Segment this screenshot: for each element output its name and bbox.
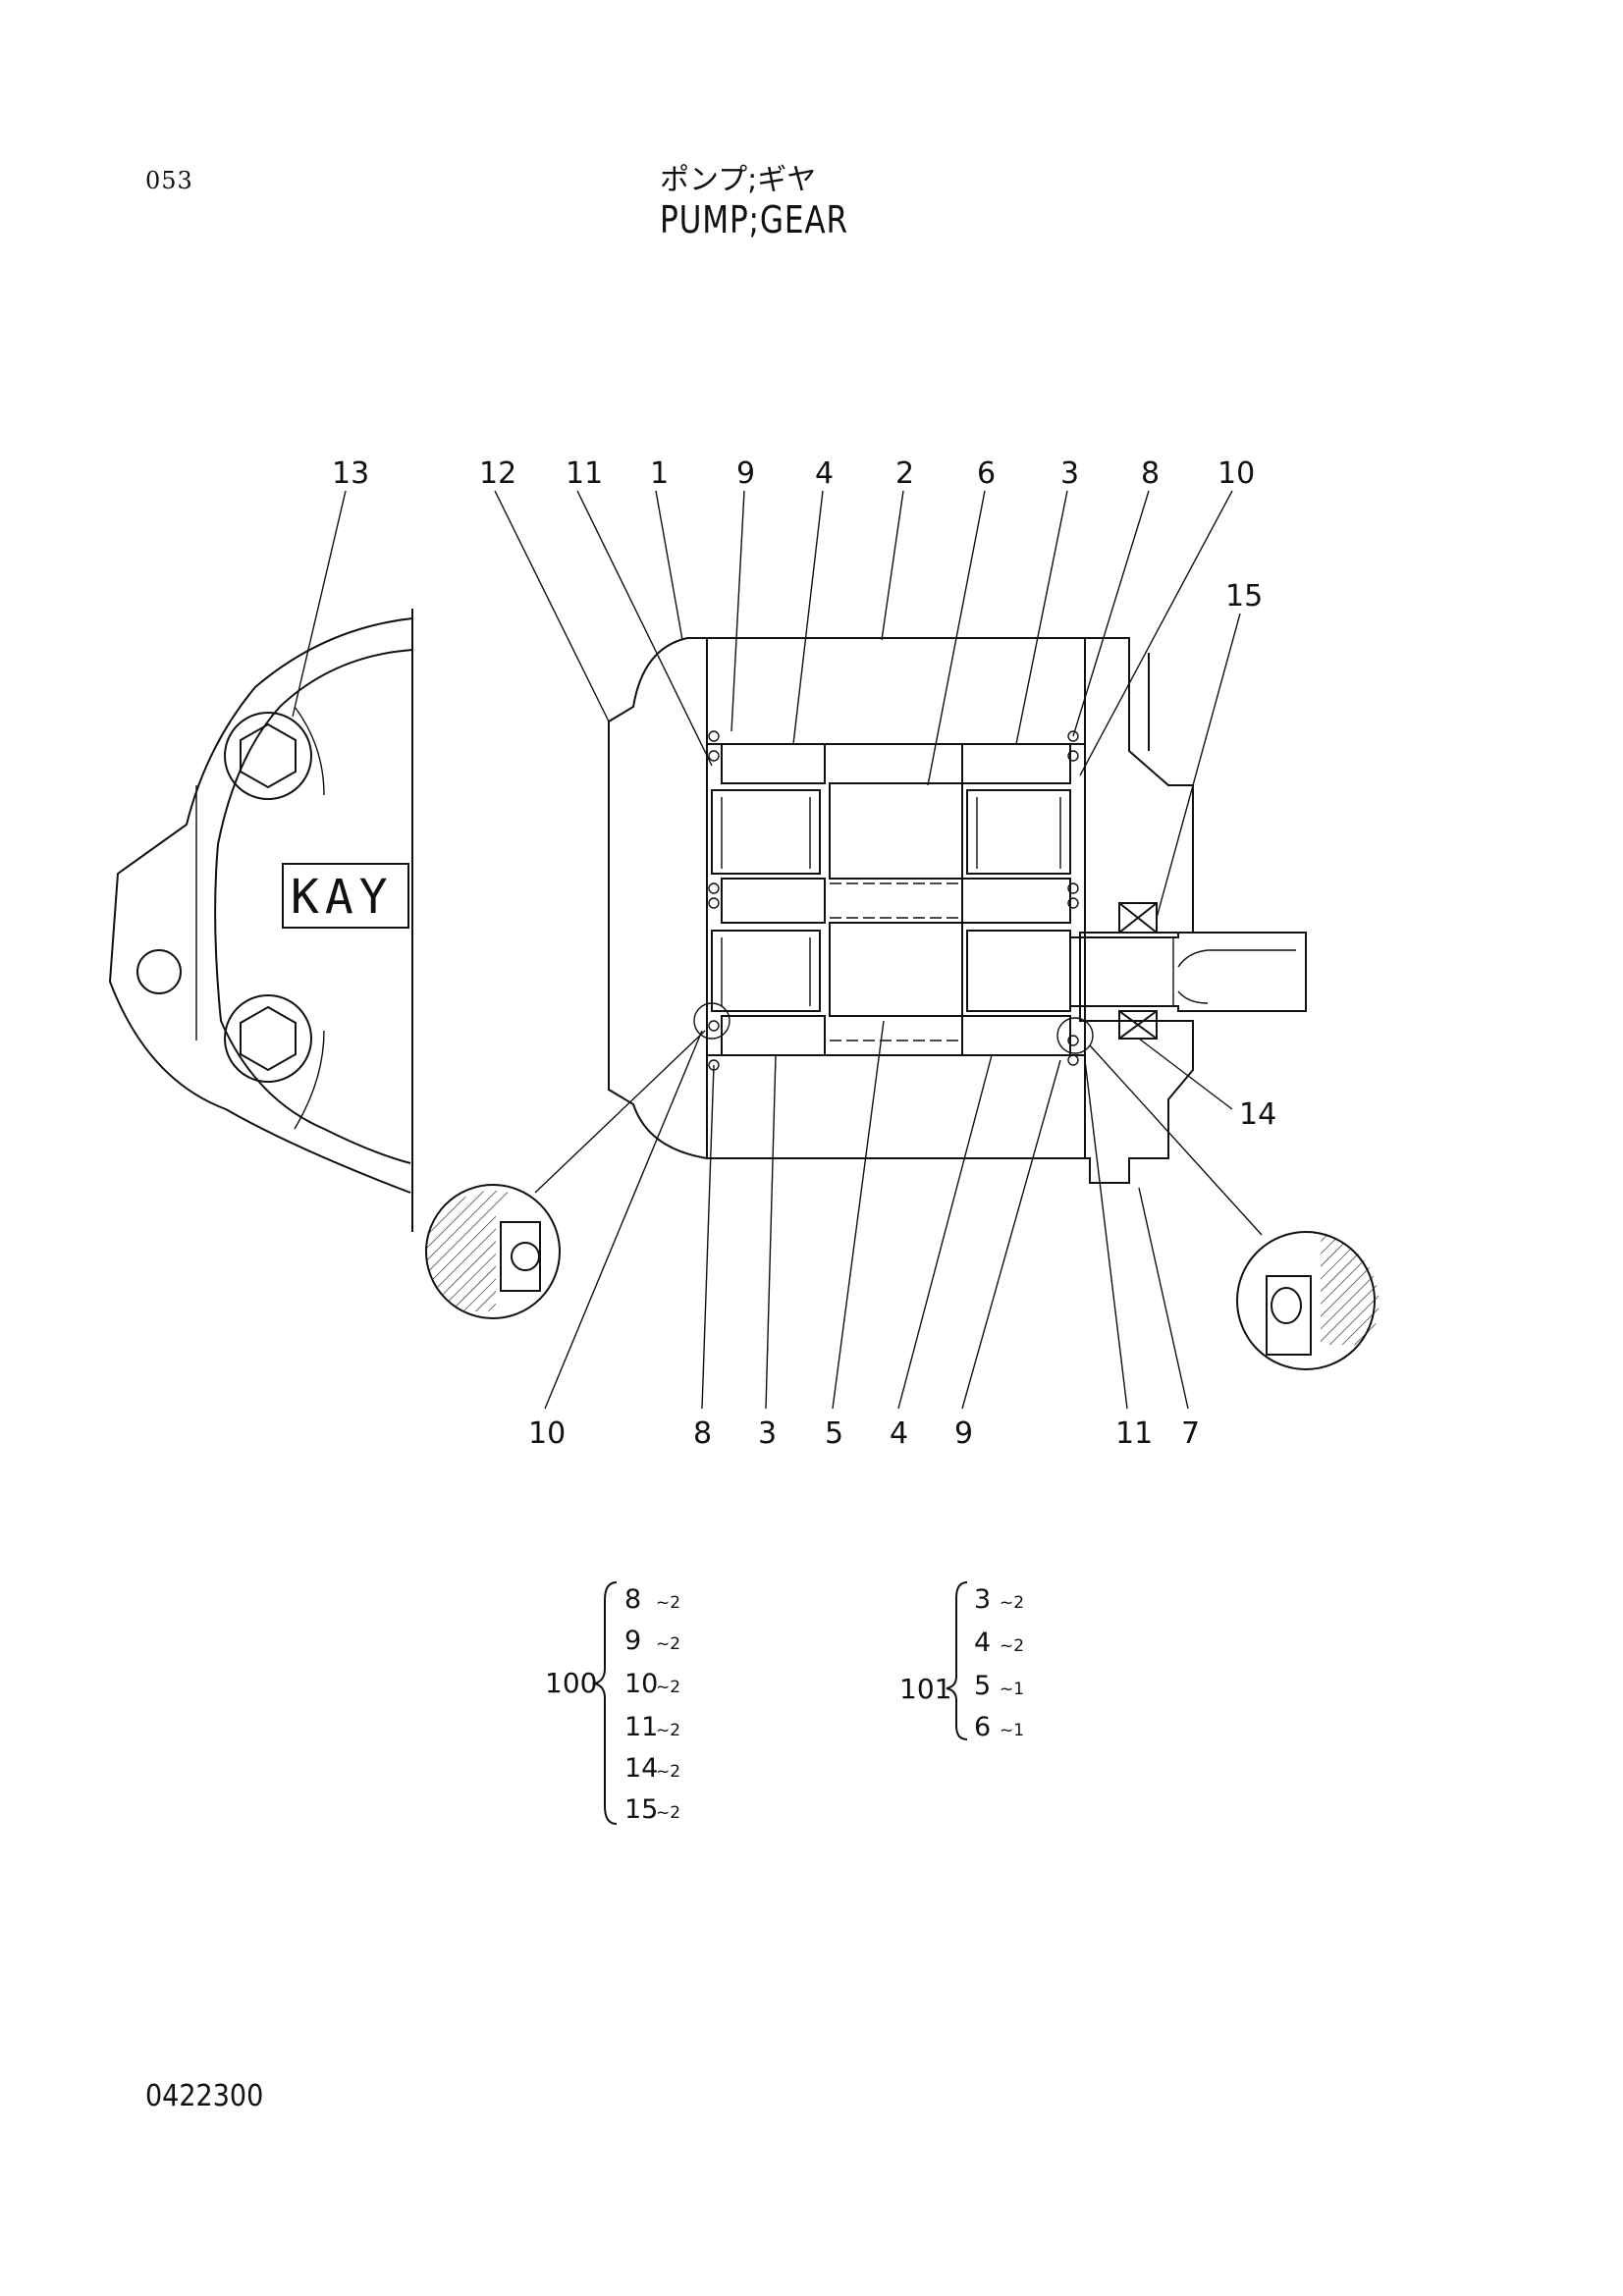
logo-plate [282, 863, 409, 929]
bushing-upper-left [721, 743, 826, 784]
callout-1: 1 [650, 456, 669, 491]
kit-100-item-part: 15 [624, 1794, 658, 1825]
callout-bottom-4: 4 [890, 1416, 908, 1451]
callout-14: 14 [1239, 1097, 1276, 1132]
kit-100-label: 100 [545, 1667, 597, 1699]
detail-view-right [1236, 1231, 1380, 1370]
callout-bottom-10: 10 [528, 1416, 566, 1451]
driven-gear [829, 922, 963, 1017]
callouts-top: 13 12 11 1 9 4 2 6 3 8 10 15 [332, 456, 1263, 614]
title-english: PUMP;GEAR [660, 198, 848, 241]
body-bottom-section [706, 1054, 1086, 1159]
bushing-upper-right [961, 743, 1071, 784]
journal-upper-right [966, 789, 1071, 875]
kit-100-item-part: 11 [624, 1712, 658, 1742]
kit-100-item-part: 9 [624, 1626, 641, 1656]
kit-100-item-part: 14 [624, 1753, 658, 1784]
kit-100-item-qty: ~2 [656, 1762, 680, 1782]
rear-cover-section [1079, 637, 1194, 1184]
kit-101-item-part: 4 [974, 1628, 991, 1658]
kit-101-item-qty: ~1 [1000, 1680, 1024, 1699]
kit-100: 100 8 ~2 9 ~2 10 ~2 11 ~2 14 ~2 15 ~2 [545, 1581, 680, 1825]
logo-text: KAY [291, 870, 394, 925]
bushing-mid-left [721, 878, 826, 924]
page-number: 053 [145, 167, 193, 194]
callout-15: 15 [1225, 579, 1263, 614]
body-top-section [706, 637, 1086, 745]
o-rings [708, 730, 1079, 1071]
callout-bottom-11: 11 [1115, 1416, 1153, 1451]
callout-bottom-9: 9 [954, 1416, 973, 1451]
document-code: 0422300 [145, 2079, 264, 2113]
kit-101-item-part: 5 [974, 1671, 991, 1701]
title-japanese: ポンプ;ギヤ [660, 163, 817, 197]
hex-bolt-upper-icon [224, 712, 312, 800]
kit-101-item-part: 3 [974, 1584, 991, 1615]
bushing-mid-right [961, 878, 1071, 924]
kit-101: 101 3 ~2 4 ~2 5 ~1 6 ~1 [899, 1581, 1024, 1742]
kit-100-item-part: 10 [624, 1669, 658, 1699]
bushing-lower-left [721, 1015, 826, 1056]
kit-100-item-part: 8 [624, 1584, 641, 1615]
callout-6: 6 [977, 456, 996, 491]
kit-100-item-qty: ~2 [656, 1721, 680, 1740]
callout-13: 13 [332, 456, 369, 491]
journal-lower-left [711, 930, 821, 1012]
oil-seal [1118, 902, 1158, 1040]
kit-101-label: 101 [899, 1673, 951, 1705]
callout-bottom-3: 3 [758, 1416, 777, 1451]
kit-101-item-qty: ~2 [1000, 1593, 1024, 1613]
callout-bottom-8: 8 [693, 1416, 712, 1451]
hex-bolt-lower-icon [224, 994, 312, 1083]
callouts-right: 14 [1239, 1097, 1276, 1132]
front-cover-section [608, 637, 708, 1160]
kit-100-item-qty: ~2 [656, 1634, 680, 1654]
journal-lower-right [966, 930, 1071, 1012]
callout-10: 10 [1217, 456, 1255, 491]
kit-100-item-qty: ~2 [656, 1803, 680, 1823]
drive-shaft [1069, 932, 1307, 1012]
kit-100-item-qty: ~2 [656, 1593, 680, 1613]
journal-upper-left [711, 789, 821, 875]
kit-101-item-part: 6 [974, 1712, 991, 1742]
detail-view-left [425, 1184, 561, 1319]
callout-2: 2 [895, 456, 914, 491]
pump-cross-section [608, 637, 1307, 1184]
bushing-lower-right [961, 1015, 1071, 1056]
callout-bottom-5: 5 [825, 1416, 843, 1451]
callout-3: 3 [1060, 456, 1079, 491]
leader-lines [292, 490, 1263, 1410]
callout-4: 4 [815, 456, 834, 491]
end-view: KAY [108, 609, 413, 1232]
kit-101-item-qty: ~2 [1000, 1636, 1024, 1656]
callout-9: 9 [736, 456, 755, 491]
callout-12: 12 [479, 456, 516, 491]
callout-11: 11 [566, 456, 603, 491]
kit-101-item-qty: ~1 [1000, 1721, 1024, 1740]
kit-100-item-qty: ~2 [656, 1678, 680, 1697]
mount-hole [136, 949, 182, 994]
callout-8: 8 [1141, 456, 1160, 491]
callout-bottom-7: 7 [1181, 1416, 1200, 1451]
callouts-bottom: 10 8 3 5 4 9 11 7 [528, 1416, 1200, 1451]
drive-gear [829, 782, 963, 880]
